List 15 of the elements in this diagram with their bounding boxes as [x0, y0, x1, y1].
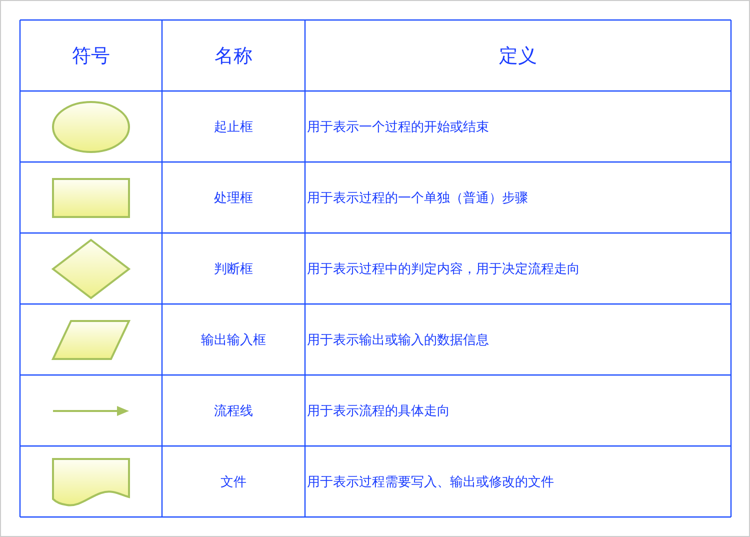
symbol-name: 处理框 [214, 190, 253, 206]
symbol-name: 起止框 [214, 118, 253, 136]
column-header: 符号 [72, 44, 110, 68]
symbol-definition: 用于表示一个过程的开始或结束 [307, 118, 489, 136]
symbol-name: 输出输入框 [201, 332, 266, 348]
column-header: 定义 [499, 44, 537, 68]
symbol-name: 流程线 [214, 402, 253, 420]
symbol-name: 文件 [220, 474, 246, 490]
column-header: 名称 [214, 44, 252, 68]
symbol-definition: 用于表示过程的一个单独（普通）步骤 [307, 190, 528, 206]
symbol-name: 判断框 [214, 260, 253, 278]
symbol-definition: 用于表示流程的具体走向 [307, 402, 450, 420]
symbol-definition: 用于表示过程需要写入、输出或修改的文件 [307, 474, 554, 490]
symbol-definition: 用于表示输出或输入的数据信息 [307, 332, 489, 348]
symbol-definition: 用于表示过程中的判定内容，用于决定流程走向 [307, 260, 580, 278]
